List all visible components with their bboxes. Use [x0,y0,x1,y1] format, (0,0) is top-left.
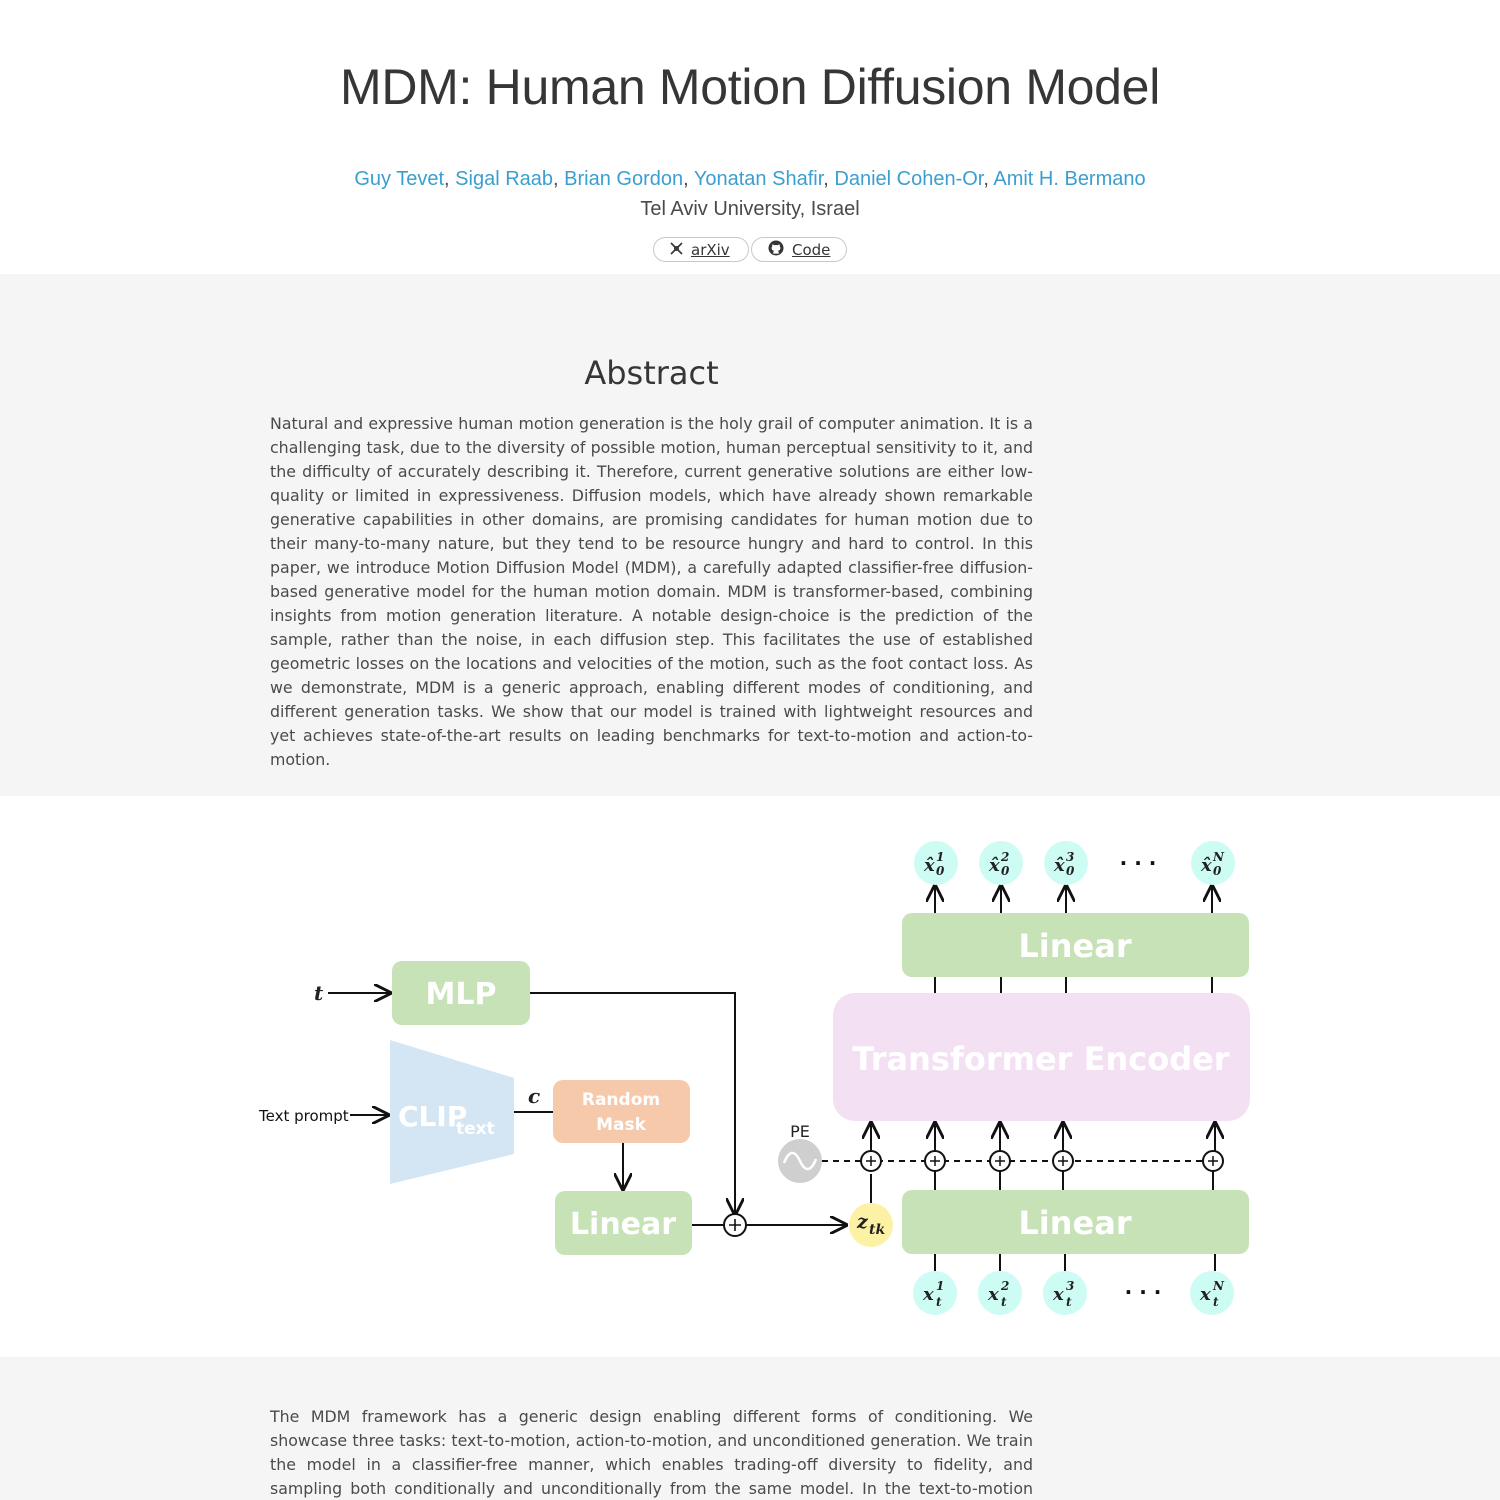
author-separator: , [683,168,689,190]
author-separator: , [823,168,829,190]
svg-text:3: 3 [1066,850,1074,864]
pe-sum-node [924,1150,946,1172]
page-title: MDM: Human Motion Diffusion Model [339,59,1161,115]
clip-label: CLIP [398,1100,467,1133]
output-token: x̂ 2 0 [979,841,1023,885]
svg-text:2: 2 [1000,850,1009,864]
output-token: x̂ 3 0 [1044,841,1088,885]
pe-label: PE [790,1122,810,1141]
pe-sum-node [860,1150,882,1172]
author-link[interactable]: Yonatan Shafir [693,168,824,190]
svg-text:0: 0 [1213,864,1222,878]
text-prompt-label: Text prompt [258,1107,349,1125]
svg-text:1: 1 [936,1279,944,1293]
svg-text:0: 0 [1001,864,1010,878]
linear-input-label: Linear [1018,1204,1131,1242]
input-ellipsis: · · · [1125,1280,1162,1304]
output-token: x̂ N 0 [1191,841,1235,885]
author-link[interactable]: Sigal Raab [455,168,554,190]
description-text: The MDM framework has a generic design e… [270,1407,1033,1498]
author-separator: , [444,168,450,190]
svg-text:3: 3 [1066,1279,1074,1293]
random-mask-block [553,1080,690,1143]
svg-text:x̂: x̂ [1200,855,1212,876]
input-token: x N t [1190,1271,1234,1315]
sum-plus [729,1219,741,1231]
svg-text:t: t [1213,1295,1219,1309]
abstract-section: Abstract Natural and expressive human mo… [0,274,1500,796]
svg-text:x̂: x̂ [988,855,1000,876]
z-sub: tk [869,1222,885,1238]
c-label: c [528,1084,540,1108]
author-separator: , [553,168,559,190]
link-buttons: arXiv Code [0,237,1500,262]
column-connectors [860,886,1224,1271]
svg-text:0: 0 [1066,864,1075,878]
input-token: x 2 t [978,1271,1022,1315]
code-button[interactable]: Code [751,237,847,262]
pe-sum-node [989,1150,1011,1172]
svg-text:N: N [1212,1279,1225,1293]
linear-output-label: Linear [1018,927,1131,965]
sine-wave-icon [782,1151,818,1171]
output-ellipsis: · · · [1120,851,1157,875]
description-section: The MDM framework has a generic design e… [0,1357,1500,1500]
pe-sum-node [1052,1150,1074,1172]
abstract-text: Natural and expressive human motion gene… [270,414,1033,769]
author-list: Guy Tevet, Sigal Raab, Brian Gordon, Yon… [0,168,1500,191]
affiliation: Tel Aviv University, Israel [640,198,860,220]
svg-text:x: x [1052,1284,1064,1305]
linear-output-block [902,913,1249,977]
author-link[interactable]: Guy Tevet [354,168,445,190]
svg-text:x: x [987,1284,999,1305]
code-label: Code [792,240,831,259]
linear-cond-block [555,1191,692,1255]
architecture-diagram: t MLP Text prompt CLIP text c Random Mas… [258,841,1250,1315]
svg-text:t: t [1066,1295,1072,1309]
svg-text:1: 1 [936,850,944,864]
random-mask-line2: Mask [596,1115,647,1135]
author-link[interactable]: Amit H. Bermano [993,168,1146,190]
svg-text:x: x [922,1284,934,1305]
transformer-encoder-block [833,993,1250,1121]
svg-text:x̂: x̂ [1053,855,1065,876]
t-label: t [314,981,324,1005]
input-token: x 1 t [913,1271,957,1315]
arxiv-label: arXiv [691,240,730,259]
svg-text:x̂: x̂ [923,855,935,876]
arxiv-button[interactable]: arXiv [653,237,749,262]
svg-text:0: 0 [936,864,945,878]
clip-sub: text [456,1119,495,1139]
output-token: x̂ 1 0 [914,841,958,885]
clip-block [390,1040,514,1184]
linear-input-block [902,1190,1249,1254]
linear-cond-label: Linear [570,1207,676,1242]
mlp-block [392,961,530,1025]
mlp-label: MLP [426,977,497,1012]
random-mask-line1: Random [582,1090,660,1110]
mlp-to-sum-arrow [530,992,735,1214]
author-link[interactable]: Daniel Cohen-Or [834,168,984,190]
hero-section: MDM: Human Motion Diffusion Model Guy Te… [0,0,1500,274]
figure-section: t MLP Text prompt CLIP text c Random Mas… [0,796,1500,1357]
z-token-node [849,1203,893,1247]
input-token: x 3 t [1043,1271,1087,1315]
arxiv-icon [670,241,683,258]
abstract-heading: Abstract [584,354,719,392]
pe-sum-node [1202,1150,1224,1172]
svg-text:x: x [1199,1284,1211,1305]
author-separator: , [983,168,989,190]
svg-text:t: t [1001,1295,1007,1309]
z-label: z [856,1211,869,1233]
svg-text:t: t [936,1295,942,1309]
svg-text:2: 2 [1000,1279,1009,1293]
author-link[interactable]: Brian Gordon [564,168,684,190]
github-icon [768,240,784,259]
transformer-label: Transformer Encoder [852,1040,1229,1078]
svg-text:N: N [1212,850,1225,864]
